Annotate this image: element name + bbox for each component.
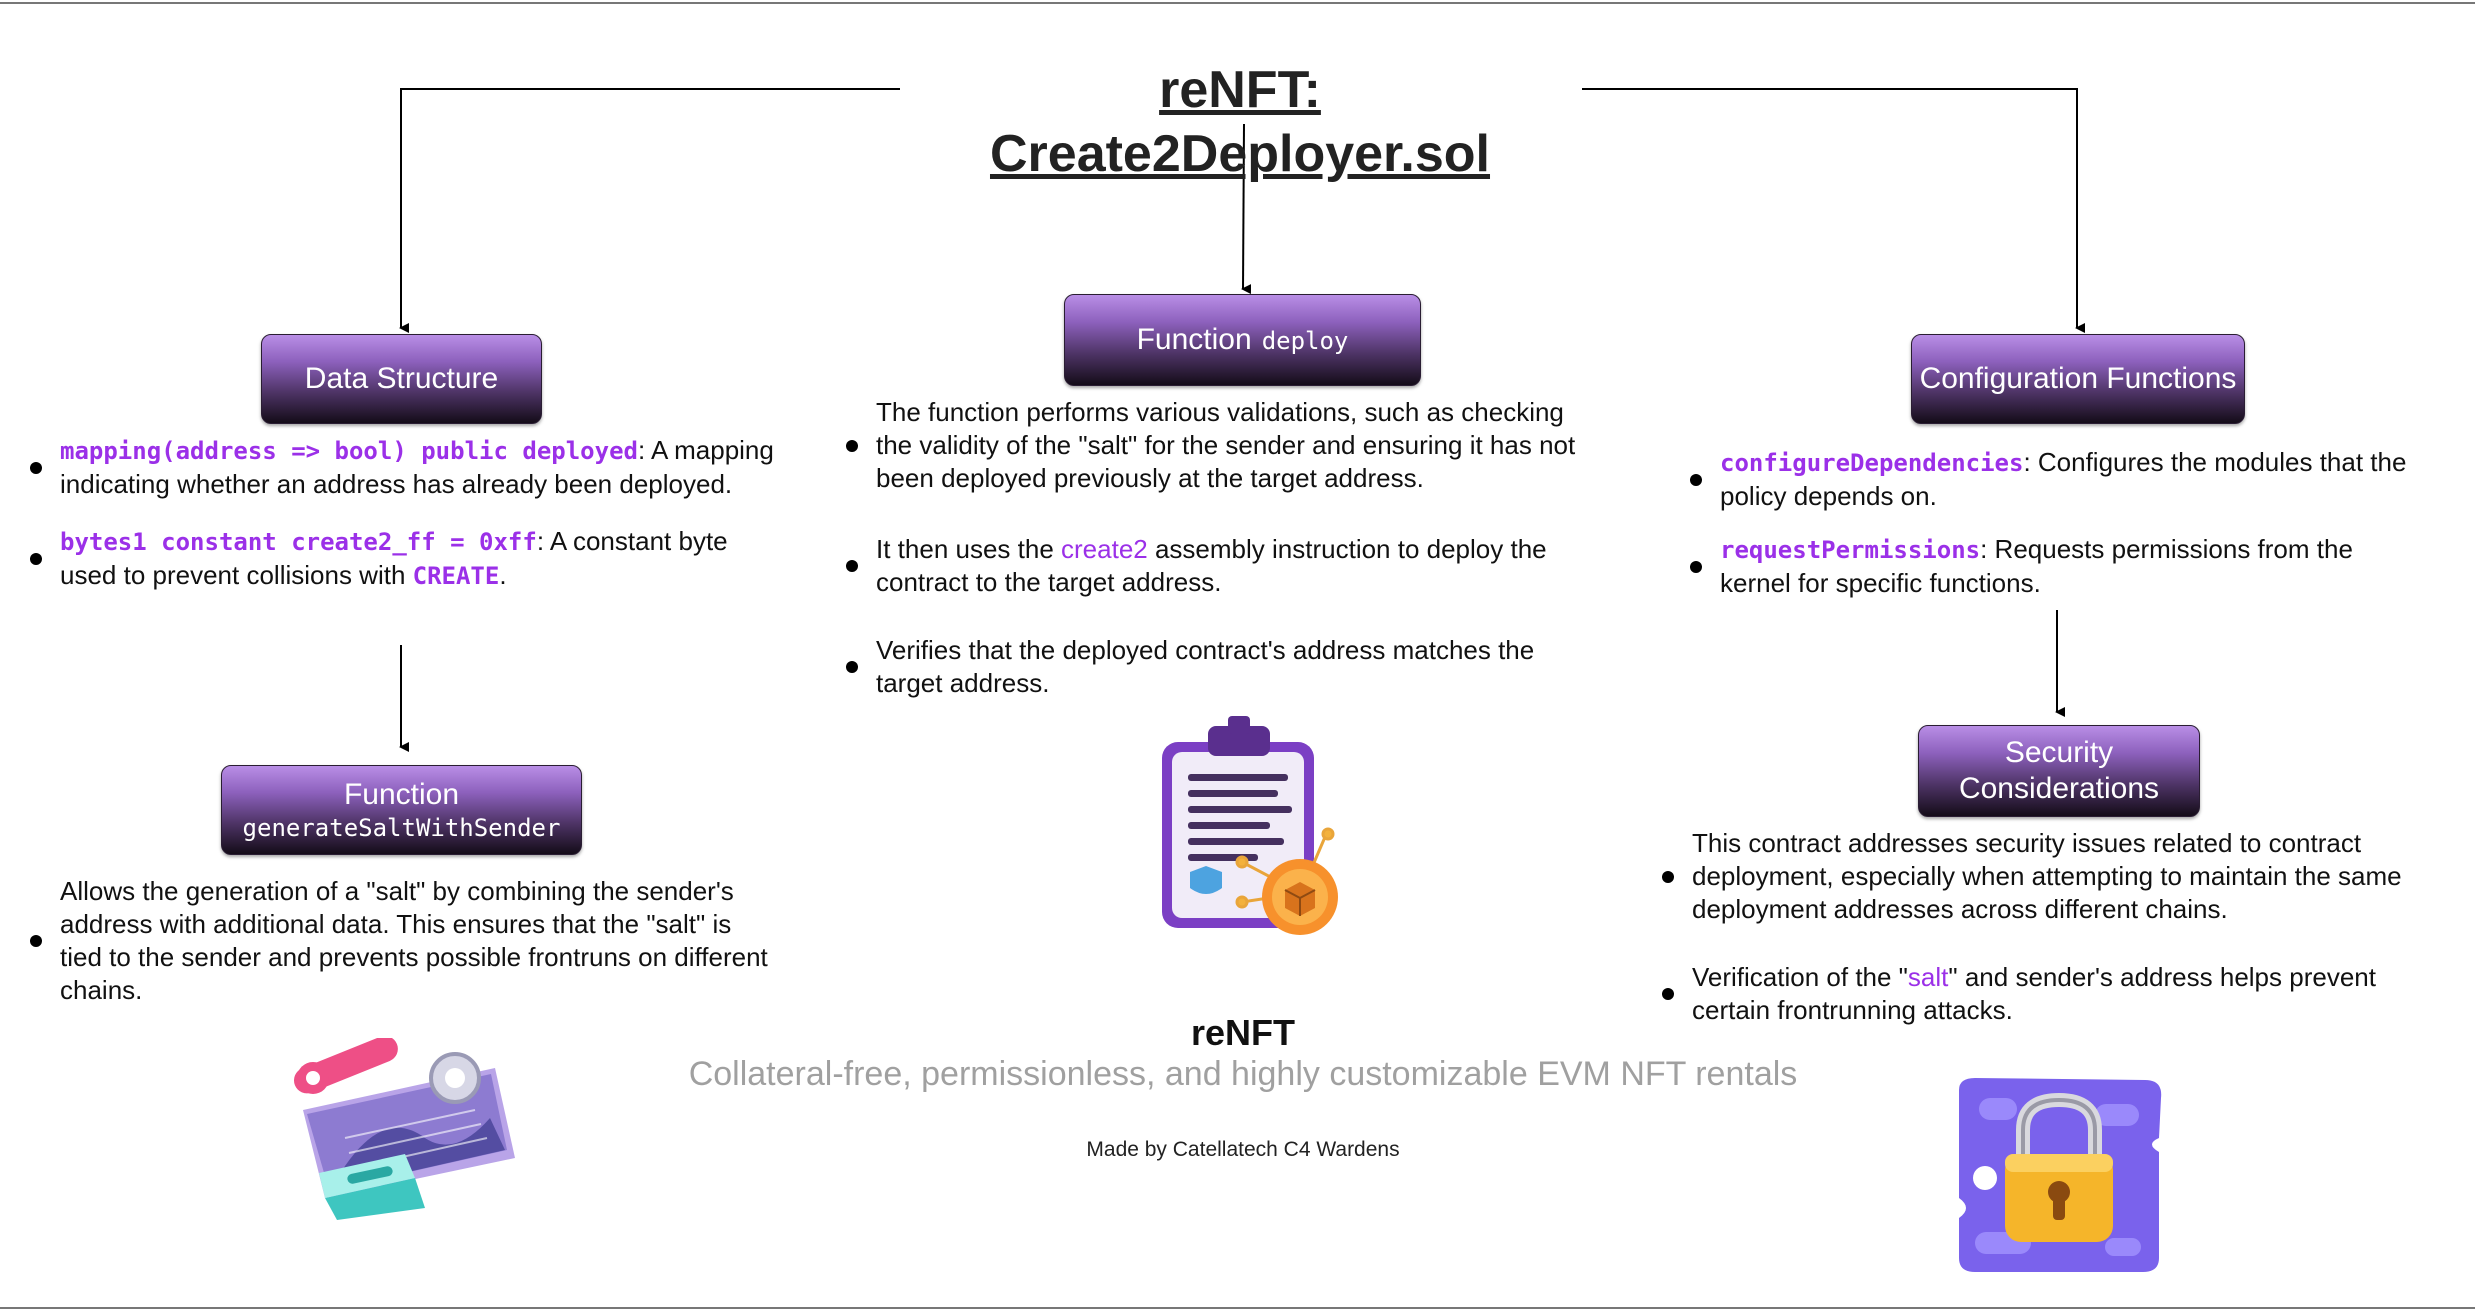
constant-tail: .	[499, 560, 507, 590]
salt-function-heading: Function	[343, 778, 460, 811]
list-item: It then uses the create2 assembly instru…	[846, 533, 1596, 599]
deploy-function-heading: Function	[1136, 323, 1252, 356]
request-permissions-code: requestPermissions	[1720, 536, 1981, 564]
clipboard-contract-icon	[1162, 716, 1338, 935]
configuration-functions-list: configureDependencies: Configures the mo…	[1690, 446, 2420, 600]
configuration-functions-box: Configuration Functions	[1911, 334, 2245, 424]
deploy-function-list: The function performs various validation…	[846, 396, 1596, 700]
list-item: mapping(address => bool) public deployed…	[30, 434, 780, 501]
request-permissions-description: : Requests permissions from the kernel f…	[1720, 534, 2353, 598]
constant-code: bytes1 constant create2_ff = 0xff	[60, 528, 537, 556]
mapping-description: : A mapping indicating whether an addres…	[60, 435, 774, 499]
list-item: This contract addresses security issues …	[1662, 827, 2412, 926]
security-heading-line1: Security	[2004, 736, 2114, 769]
create2-highlight: create2	[1061, 534, 1148, 564]
list-item: requestPermissions: Requests permissions…	[1690, 533, 2420, 600]
brand-tagline: Collateral-free, permissionless, and hig…	[688, 1055, 1798, 1093]
create-code: CREATE	[412, 562, 500, 590]
configure-dependencies-description: : Configures the modules that the policy…	[1720, 447, 2407, 511]
data-structure-list: mapping(address => bool) public deployed…	[30, 434, 780, 593]
mapping-code: mapping(address => bool) public deployed	[60, 437, 638, 465]
arrow-to-configuration	[1582, 88, 2085, 333]
security-considerations-box: Security Considerations	[1918, 725, 2200, 817]
salt-post: " and sender's address helps prevent cer…	[1692, 962, 2376, 1025]
brand-name: reNFT	[1190, 1012, 1295, 1053]
constant-description: : A constant byte used to prevent collis…	[60, 526, 728, 590]
configuration-functions-heading: Configuration Functions	[1919, 362, 2237, 395]
security-list: This contract addresses security issues …	[1662, 827, 2412, 1027]
configure-dependencies-code: configureDependencies	[1720, 449, 2024, 477]
salt-highlight: salt	[1907, 962, 1949, 992]
security-heading-line2: Considerations	[1958, 772, 2160, 805]
top-border	[0, 2, 2475, 4]
create2-pre: It then uses the	[876, 534, 1062, 564]
page-title: reNFT: Create2Deployer.sol	[989, 61, 1491, 183]
salt-function-list: Allows the generation of a "salt" by com…	[30, 875, 780, 1007]
deploy-function-code: deploy	[1261, 327, 1349, 355]
salt-function-code: generateSaltWithSender	[242, 814, 561, 842]
list-item: The function performs various validation…	[846, 396, 1596, 495]
bottom-border	[0, 1307, 2475, 1309]
arrow-to-data-structure	[399, 88, 900, 333]
salt-pre: Verification of the "	[1692, 962, 1908, 992]
data-structure-heading: Data Structure	[304, 362, 499, 395]
list-item: configureDependencies: Configures the mo…	[1690, 446, 2420, 513]
create2-post: assembly instruction to deploy the contr…	[876, 534, 1547, 597]
list-item: Verification of the "salt" and sender's …	[1662, 961, 2412, 1027]
arrow-to-deploy	[1241, 123, 1252, 295]
data-structure-box: Data Structure	[261, 334, 542, 424]
list-item: bytes1 constant create2_ff = 0xff: A con…	[30, 525, 780, 593]
padlock-icon	[1959, 1078, 2162, 1272]
settings-tools-icon	[293, 1038, 515, 1220]
deploy-function-box: Function deploy	[1064, 294, 1421, 386]
credit-text: Made by Catellatech C4 Wardens	[1086, 1138, 1400, 1161]
salt-function-box: Function generateSaltWithSender	[221, 765, 582, 855]
list-item: Verifies that the deployed contract's ad…	[846, 634, 1596, 700]
list-item: Allows the generation of a "salt" by com…	[30, 875, 780, 1007]
